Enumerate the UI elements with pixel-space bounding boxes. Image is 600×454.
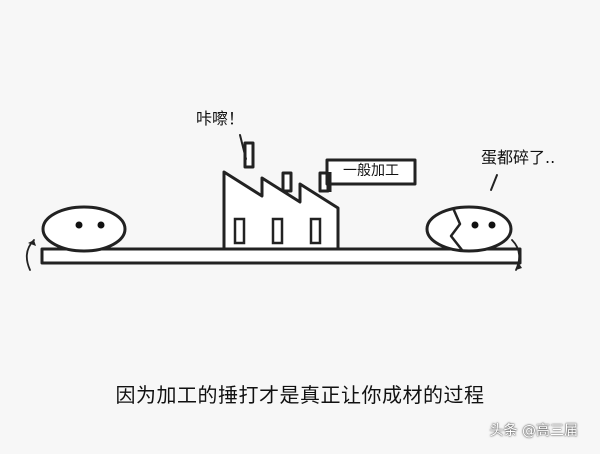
egg-crack [449, 207, 463, 251]
factory-sound-text: 咔嚓！ [196, 109, 245, 128]
factory-sign-text: 一般加工 [343, 163, 399, 179]
watermark-text: 头条 @高三届 [489, 423, 578, 439]
conveyor-belt [40, 247, 522, 265]
factory-window [271, 217, 284, 245]
chimney [281, 171, 293, 193]
arrow-head [28, 240, 36, 246]
factory-sign-board [325, 158, 417, 186]
arrow-head [516, 262, 522, 270]
eye [75, 221, 83, 229]
speech-mark [490, 174, 498, 191]
factory-window [233, 217, 246, 245]
eye [488, 221, 496, 229]
egg-whole-left [41, 205, 127, 253]
factory-building [222, 170, 340, 251]
eye [471, 221, 479, 229]
factory-window [309, 217, 322, 245]
sound-mark [239, 134, 247, 160]
chimney [243, 141, 255, 169]
egg-cracked-right [425, 205, 513, 253]
caption-text: 因为加工的捶打才是真正让你成材的过程 [115, 383, 485, 407]
eye [97, 221, 105, 229]
egg-remark-text: 蛋都碎了.. [481, 148, 556, 167]
